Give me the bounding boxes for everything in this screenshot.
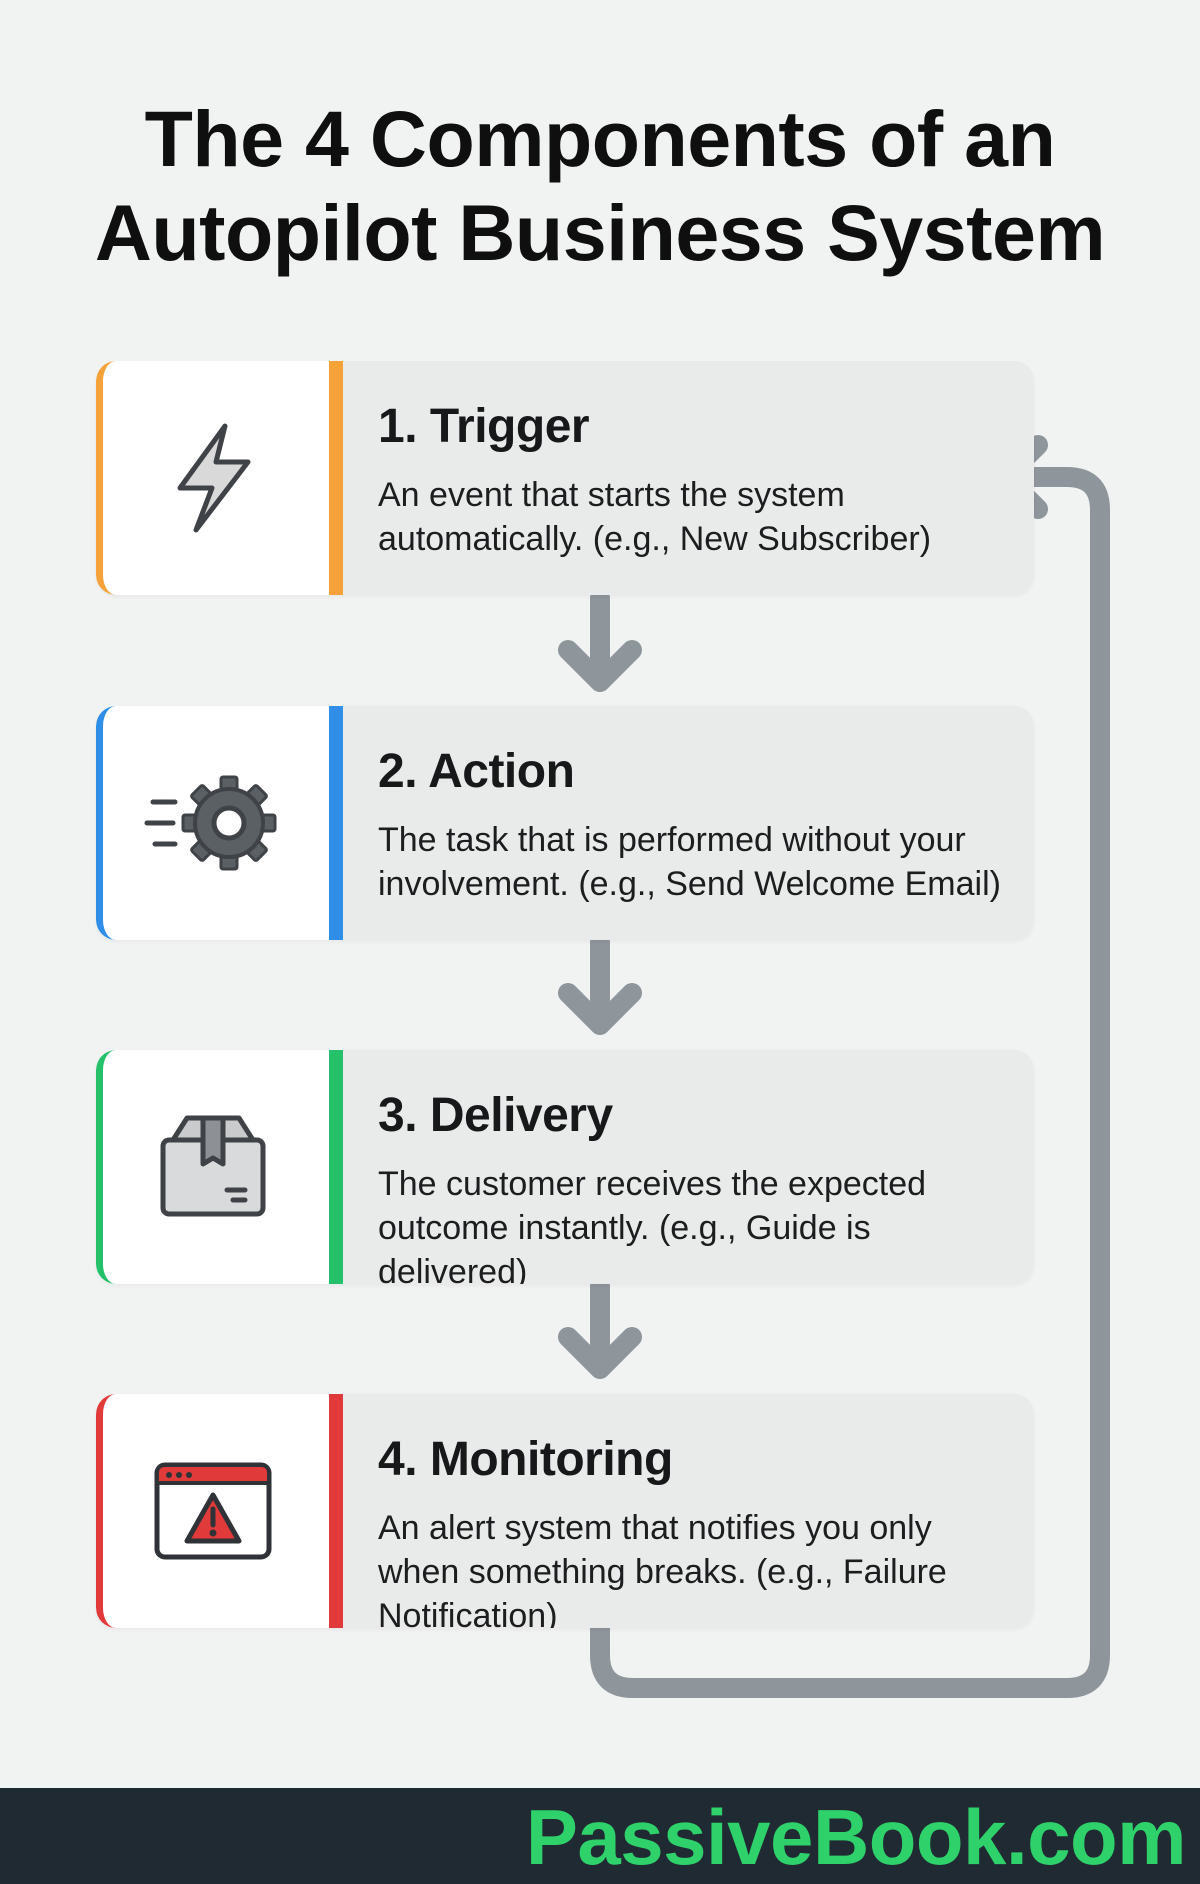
step-card-trigger: 1. Trigger An event that starts the syst…: [96, 361, 1034, 595]
gear-icon: [96, 706, 329, 940]
warning-window-icon: [96, 1394, 329, 1628]
step-heading: 4. Monitoring: [378, 1433, 673, 1486]
title-line-1: The 4 Components of an: [144, 94, 1056, 183]
step-card-monitoring: 4. Monitoring An alert system that notif…: [96, 1394, 1034, 1628]
step-heading: 3. Delivery: [378, 1089, 613, 1142]
step-card-action: 2. Action The task that is performed wit…: [96, 706, 1034, 940]
step-heading: 1. Trigger: [378, 400, 590, 453]
step-description: The task that is performed without your …: [378, 821, 1001, 903]
lightning-bolt-icon: [96, 361, 329, 595]
step-description: An alert system that notifies you only w…: [378, 1509, 947, 1628]
step-heading: 2. Action: [378, 745, 575, 798]
accent-divider: [329, 1394, 343, 1628]
accent-divider: [329, 706, 343, 940]
step-description: The customer receives the expected outco…: [378, 1165, 927, 1284]
brand-link[interactable]: PassiveBook.com: [525, 1793, 1187, 1881]
step-description: An event that starts the system automati…: [378, 476, 932, 558]
footer-bar: PassiveBook.com: [0, 1788, 1200, 1884]
loop-back-arrow: [590, 467, 1110, 1698]
package-box-icon: [96, 1050, 329, 1284]
page-title: The 4 Components of an Autopilot Busines…: [0, 92, 1200, 280]
title-line-2: Autopilot Business System: [94, 188, 1106, 277]
down-arrow-3: [558, 1276, 642, 1379]
accent-divider: [329, 1050, 343, 1284]
down-arrow-1: [558, 588, 642, 692]
accent-divider: [329, 361, 343, 595]
down-arrow-2: [558, 932, 642, 1035]
step-card-delivery: 3. Delivery The customer receives the ex…: [96, 1050, 1034, 1284]
